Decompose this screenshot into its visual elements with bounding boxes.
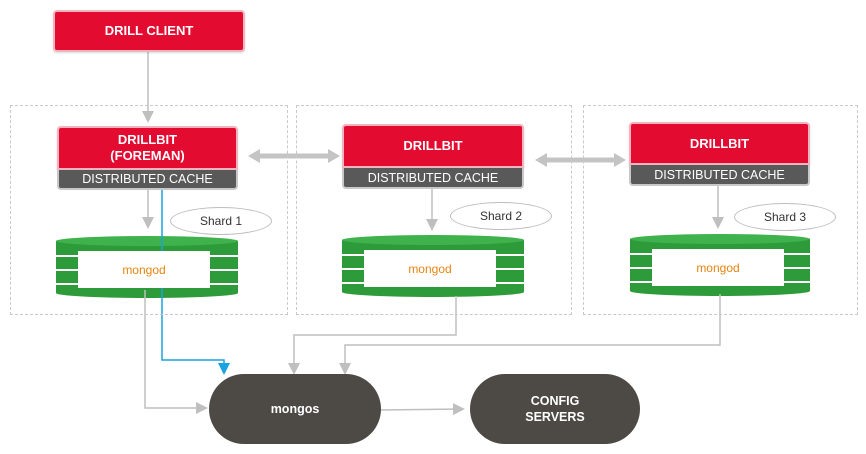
config-servers-label: CONFIG SERVERS xyxy=(525,394,585,424)
drillbit-box-2[interactable]: DRILLBIT xyxy=(342,124,524,168)
mongos-to-config-arrow xyxy=(379,403,465,416)
drillbit-2-3-link xyxy=(535,153,626,167)
node-container-1 xyxy=(10,105,288,315)
drillbit-label-3: DRILLBIT xyxy=(689,135,750,151)
mongod-label-1: mongod xyxy=(78,251,210,288)
mongod1-to-mongos-arrow xyxy=(144,290,208,414)
shard-label-1: Shard 1 xyxy=(170,207,272,235)
cache-label-1: DISTRIBUTED CACHE xyxy=(82,172,213,186)
drillbit-label-1: DRILLBIT (FOREMAN) xyxy=(110,132,185,163)
mongod3-to-mongos-arrow xyxy=(339,294,721,375)
node-container-2 xyxy=(296,105,572,315)
mongod-label-2: mongod xyxy=(364,250,496,287)
drillbit-box-3[interactable]: DRILLBIT xyxy=(629,122,810,165)
drill-client-box[interactable]: DRILL CLIENT xyxy=(53,10,245,52)
node-container-3 xyxy=(583,105,858,315)
distributed-cache-2: DISTRIBUTED CACHE xyxy=(342,168,524,189)
mongos-node[interactable]: mongos xyxy=(209,374,381,444)
drill-client-label: DRILL CLIENT xyxy=(104,23,194,38)
distributed-cache-3: DISTRIBUTED CACHE xyxy=(629,165,810,186)
mongod-label-3: mongod xyxy=(652,249,784,286)
cache-label-2: DISTRIBUTED CACHE xyxy=(367,170,499,185)
shard-label-2: Shard 2 xyxy=(450,202,552,230)
cache-label-3: DISTRIBUTED CACHE xyxy=(654,167,785,182)
drillbit-1-2-link xyxy=(248,149,340,163)
shard-label-3: Shard 3 xyxy=(734,203,836,231)
drillbit-label-2: DRILLBIT xyxy=(403,138,463,153)
drillbit-foreman-box[interactable]: DRILLBIT (FOREMAN) xyxy=(57,126,238,170)
mongod2-to-mongos-arrow xyxy=(288,296,457,375)
mongos-label: mongos xyxy=(270,402,320,416)
distributed-cache-1: DISTRIBUTED CACHE xyxy=(57,170,238,190)
config-servers-node[interactable]: CONFIG SERVERS xyxy=(470,374,640,444)
